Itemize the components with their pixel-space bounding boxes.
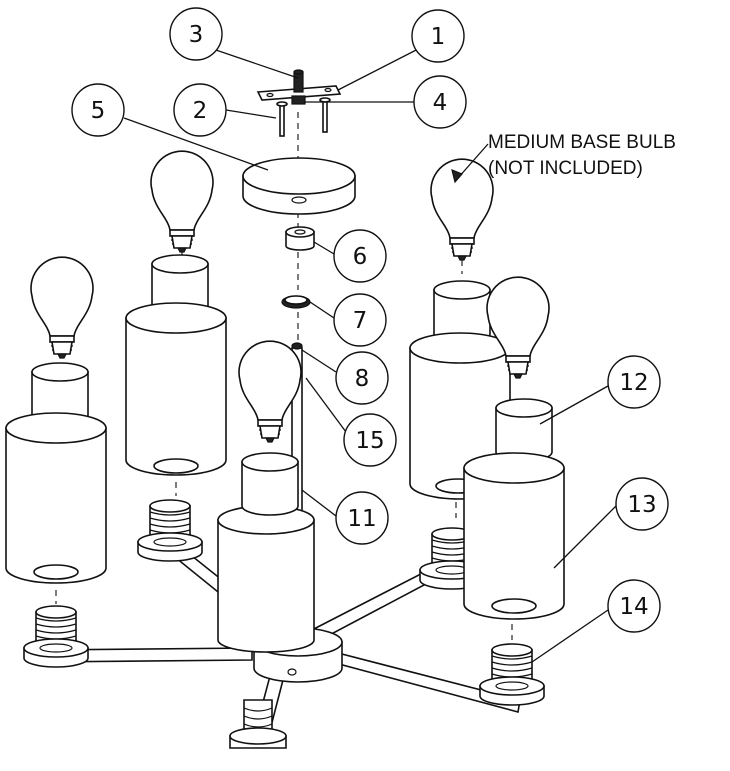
callout-1: 1 — [411, 9, 465, 63]
svg-text:14: 14 — [619, 594, 648, 620]
back-left-bulb — [150, 150, 214, 253]
callout-8: 8 — [335, 351, 389, 405]
bulb-note-line-1: MEDIUM BASE BULB — [488, 132, 676, 153]
canopy-collar — [285, 226, 315, 251]
note-arrow-head — [451, 169, 464, 184]
callout-4: 4 — [413, 75, 467, 129]
callout-7: 7 — [333, 293, 387, 347]
svg-text:3: 3 — [189, 22, 204, 48]
bulb-note-line-2: (NOT INCLUDED) — [488, 158, 643, 179]
back-left-shade — [125, 302, 227, 476]
callout-5: 5 — [71, 83, 125, 137]
front-socket — [229, 699, 287, 749]
callout-14: 14 — [607, 579, 661, 633]
back-center-socket-cup — [241, 452, 299, 516]
svg-text:6: 6 — [353, 244, 368, 270]
svg-text:13: 13 — [627, 492, 656, 518]
svg-text:7: 7 — [353, 308, 368, 334]
svg-text:5: 5 — [91, 98, 106, 124]
callout-13: 13 — [615, 477, 669, 531]
back-center-shade — [217, 505, 315, 653]
mounting-screws — [276, 97, 331, 137]
hex-nut — [291, 95, 306, 105]
callout-6: 6 — [333, 229, 387, 283]
svg-text:15: 15 — [355, 428, 384, 454]
callout-2: 2 — [173, 83, 227, 137]
svg-text:2: 2 — [193, 98, 208, 124]
right-front-shade — [463, 452, 565, 620]
callout-15: 15 — [343, 413, 397, 467]
leader-lines — [123, 45, 617, 663]
back-left-threaded-socket — [137, 499, 203, 562]
mounting-bracket — [256, 85, 342, 101]
canopy — [242, 157, 356, 215]
locking-ring — [281, 295, 311, 309]
callout-11: 11 — [335, 491, 389, 545]
svg-text:11: 11 — [347, 506, 376, 532]
svg-text:12: 12 — [619, 370, 648, 396]
callout-3: 3 — [169, 7, 223, 61]
callout-12: 12 — [607, 355, 661, 409]
threaded-nipple — [293, 69, 304, 93]
right-front-socket-cup — [495, 398, 553, 462]
svg-text:8: 8 — [355, 366, 370, 392]
left-bulb — [30, 256, 94, 359]
left-shade — [5, 412, 107, 584]
svg-text:4: 4 — [433, 90, 448, 116]
right-front-threaded-socket — [479, 643, 545, 706]
svg-text:1: 1 — [431, 24, 446, 50]
left-threaded-socket — [23, 605, 89, 668]
